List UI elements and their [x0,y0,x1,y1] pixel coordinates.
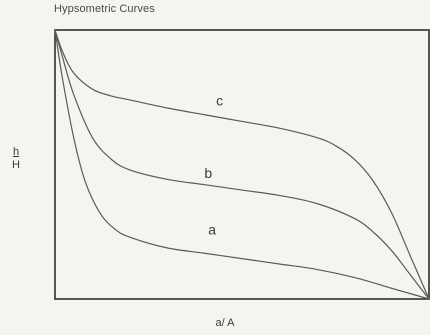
series-line-a [54,29,430,300]
y-axis-label-numerator: h [12,146,20,158]
series-label-b: b [204,165,212,181]
series-label-a: a [208,221,216,237]
series-layer: c b a [54,29,430,300]
y-axis-label-denominator: H [12,159,20,171]
chart-title: Hypsometric Curves [54,3,155,15]
series-line-b [54,29,430,300]
series-line-c [54,29,430,300]
series-label-c: c [216,92,223,108]
x-axis-label: a/ A [215,317,235,329]
y-axis-label: h H [7,146,25,172]
